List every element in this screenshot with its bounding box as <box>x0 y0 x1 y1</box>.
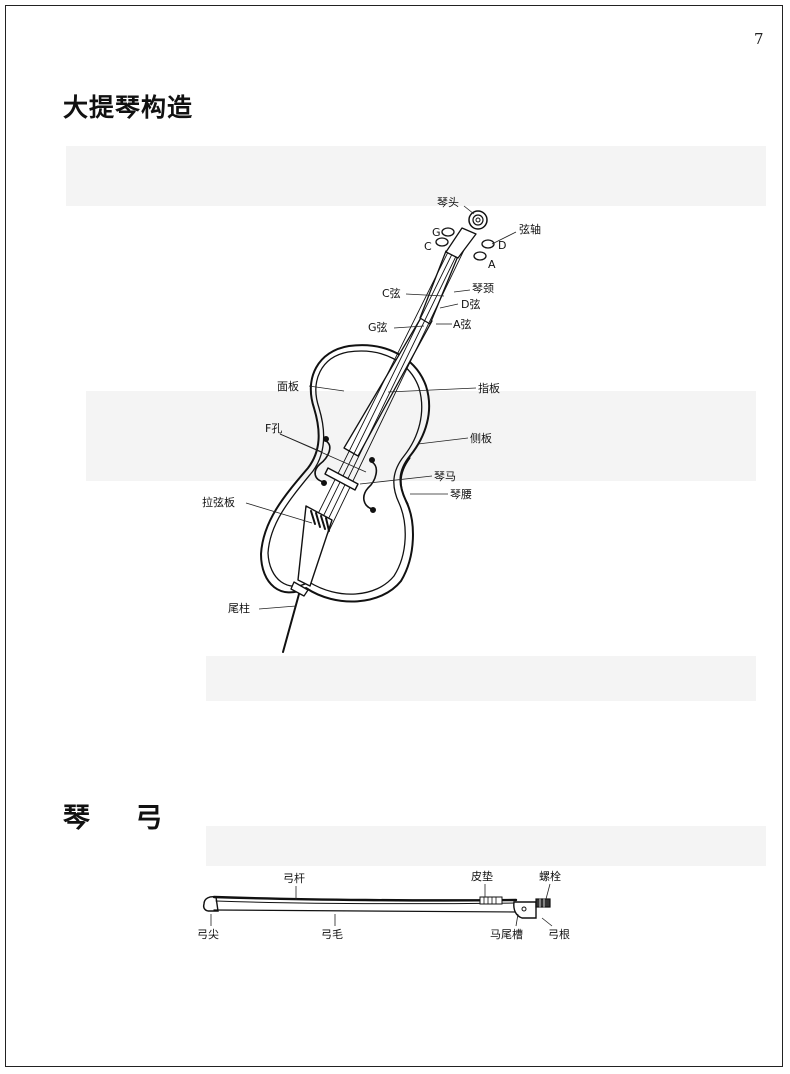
label-d-string: D弦 <box>461 297 480 311</box>
cello-and-bow-diagram: 琴头 弦轴 C G D A 琴颈 C弦 D弦 G弦 A弦 面板 指板 F孔 侧板… <box>197 196 570 941</box>
label-bow-stick: 弓杆 <box>283 871 305 885</box>
pegbox <box>445 227 477 259</box>
peg-g <box>441 227 455 237</box>
bridge <box>324 467 359 491</box>
bow-hair <box>213 909 519 913</box>
label-peg-g: G <box>432 226 441 239</box>
cello-structure-title: 大提琴构造 <box>63 93 194 122</box>
fine-tuner <box>315 512 321 528</box>
label-top-plate: 面板 <box>277 379 299 393</box>
peg-a <box>473 251 487 261</box>
label-neck: 琴颈 <box>472 282 494 295</box>
bow-title: 琴 弓 <box>63 803 181 834</box>
bow-frog <box>513 901 537 919</box>
bleed-through-block <box>86 391 756 481</box>
label-fingerboard: 指板 <box>478 381 500 395</box>
label-bow-frog-slot: 马尾槽 <box>490 928 523 941</box>
label-bow-tip: 弓尖 <box>197 928 219 941</box>
peg-d <box>481 239 495 249</box>
bleed-through-block <box>66 146 766 206</box>
saddle <box>290 581 309 597</box>
page-number: 7 <box>754 30 764 48</box>
label-pegs: 弦轴 <box>519 222 541 236</box>
neck <box>419 250 459 325</box>
label-c-string: C弦 <box>382 286 401 300</box>
bleed-through-block <box>206 826 766 866</box>
label-tailpiece: 拉弦板 <box>202 495 235 509</box>
cello-body-back-outline <box>260 344 431 603</box>
bleed-through-block <box>206 656 756 701</box>
label-g-string: G弦 <box>368 320 388 334</box>
book-page: 7 大提琴构造 琴 弓 <box>5 5 783 1067</box>
endpin <box>282 593 300 653</box>
label-ribs: 侧板 <box>470 431 492 445</box>
fine-tuner <box>320 515 326 530</box>
cello-illustration <box>260 210 495 653</box>
f-hole-right-eye-top <box>369 457 375 463</box>
label-peg-c: C <box>424 240 432 253</box>
fine-tuner <box>310 510 316 525</box>
f-hole-right <box>363 461 378 510</box>
bow-stick <box>212 895 518 902</box>
f-hole-left <box>314 440 331 483</box>
label-bow-screw: 螺栓 <box>539 869 561 883</box>
bow-screw <box>535 898 551 908</box>
bow-illustration <box>202 895 551 919</box>
f-hole-left-eye-top <box>323 436 329 442</box>
label-bow-frog: 弓根 <box>548 927 570 941</box>
label-scroll: 琴头 <box>437 196 459 209</box>
bow-frog-eye <box>521 906 527 912</box>
peg-c <box>435 237 449 247</box>
label-bow-grip: 皮垫 <box>471 869 493 883</box>
bow-grip <box>479 896 503 905</box>
label-peg-d: D <box>498 239 506 252</box>
scroll <box>468 210 488 230</box>
bow-leader-lines <box>210 883 553 927</box>
cello-ribs <box>400 457 411 505</box>
f-hole-left-eye-bottom <box>321 480 327 486</box>
label-waist: 琴腰 <box>450 488 472 501</box>
fine-tuner <box>325 517 330 532</box>
label-peg-a: A <box>488 258 496 271</box>
label-bow-hair: 弓毛 <box>321 928 343 941</box>
f-hole-right-eye-bottom <box>370 507 376 513</box>
label-a-string: A弦 <box>453 317 472 331</box>
bow-tip <box>202 896 219 912</box>
label-bridge: 琴马 <box>434 470 456 483</box>
label-f-holes: F孔 <box>265 422 282 435</box>
cello-leader-lines <box>245 205 517 610</box>
label-endpin: 尾柱 <box>228 601 250 615</box>
